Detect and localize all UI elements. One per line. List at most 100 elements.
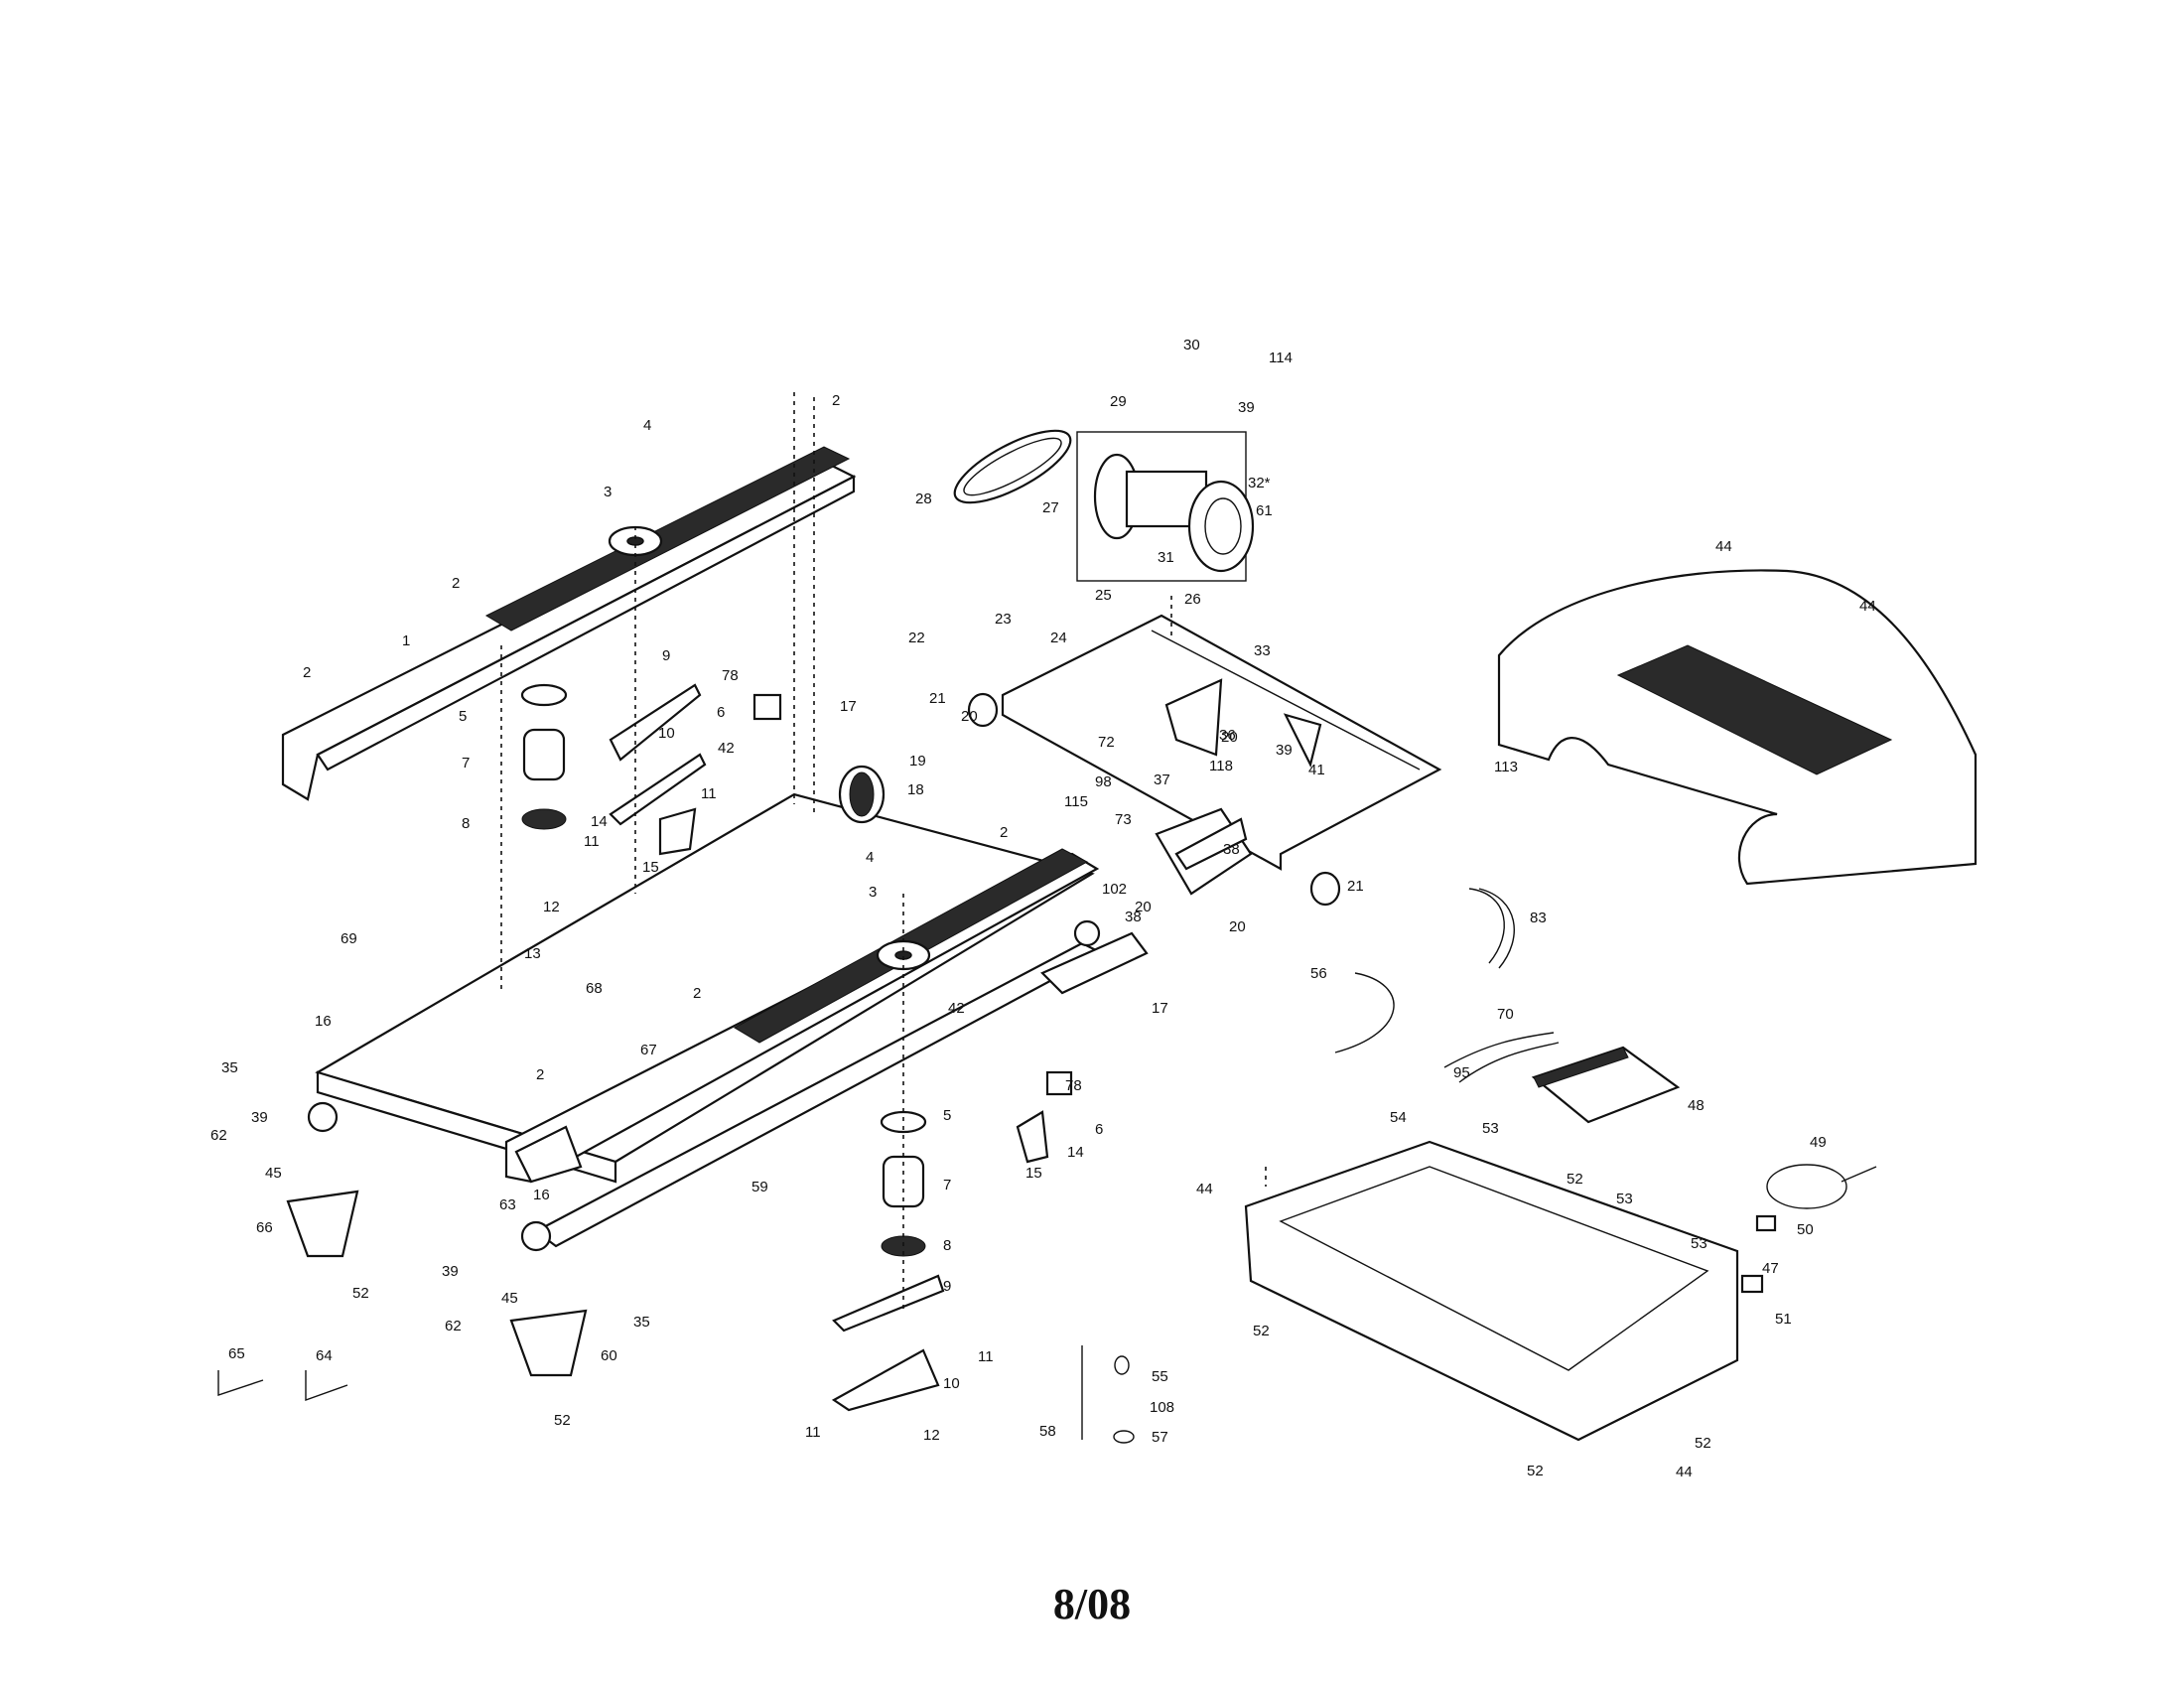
callout: 9 xyxy=(662,647,670,664)
callout: 113 xyxy=(1494,759,1518,775)
callout: 53 xyxy=(1691,1235,1707,1252)
callout: 78 xyxy=(1065,1077,1082,1094)
isolator-stack-left xyxy=(520,683,568,830)
callout: 52 xyxy=(1527,1463,1544,1479)
callout: 48 xyxy=(1688,1097,1705,1114)
callout: 78 xyxy=(722,667,739,684)
callout: 39 xyxy=(442,1263,459,1280)
callout: 59 xyxy=(751,1179,768,1195)
callout: 12 xyxy=(923,1427,940,1444)
callout: 49 xyxy=(1810,1134,1827,1151)
callout: 60 xyxy=(601,1347,617,1364)
callout: 16 xyxy=(315,1013,332,1030)
wheels-21 xyxy=(967,692,1341,907)
callout: 68 xyxy=(586,980,603,997)
callout: 18 xyxy=(907,781,924,798)
callout: 102 xyxy=(1102,881,1127,898)
callout: 5 xyxy=(943,1107,951,1124)
callout: 44 xyxy=(1715,538,1732,555)
callout: 4 xyxy=(643,417,651,434)
callout: 39 xyxy=(1238,399,1255,416)
callout: 58 xyxy=(1039,1423,1056,1440)
callout: 83 xyxy=(1530,910,1547,926)
callout: 20 xyxy=(1221,729,1238,746)
callout: 33 xyxy=(1254,642,1271,659)
callout: 47 xyxy=(1762,1260,1779,1277)
incline-motor-37 xyxy=(1155,807,1253,896)
callout: 45 xyxy=(501,1290,518,1307)
rear-roller-pulley xyxy=(838,765,886,824)
callout: 114 xyxy=(1269,350,1293,366)
foot-60 xyxy=(509,1309,588,1377)
callout: 52 xyxy=(352,1285,369,1302)
callout: 7 xyxy=(462,755,470,772)
callout: 42 xyxy=(718,740,735,757)
part-number-callouts: 2 4 3 2 1 2 5 9 78 7 10 6 42 8 11 14 11 … xyxy=(210,337,1876,1480)
side-rail-left-upper xyxy=(281,446,857,801)
callout: 52 xyxy=(1695,1435,1711,1452)
callout: 108 xyxy=(1150,1399,1174,1416)
callout: 7 xyxy=(943,1177,951,1193)
callout: 66 xyxy=(256,1219,273,1236)
misc-small-parts xyxy=(1081,1274,1764,1444)
callout: 8 xyxy=(943,1237,951,1254)
callout: 9 xyxy=(943,1278,951,1295)
power-cord xyxy=(1755,1164,1877,1232)
callout: 32* xyxy=(1248,475,1271,491)
callout: 1 xyxy=(402,632,410,649)
callout: 20 xyxy=(961,708,978,725)
callout: 15 xyxy=(1025,1165,1042,1182)
allen-wrenches xyxy=(217,1370,348,1401)
callout: 42 xyxy=(948,1000,965,1017)
callout: 53 xyxy=(1482,1120,1499,1137)
motor-hood xyxy=(1497,569,1978,886)
bracket-9-right xyxy=(831,1274,945,1412)
callout: 20 xyxy=(1229,918,1246,935)
block-6-left xyxy=(752,693,782,721)
revision-date: 8/08 xyxy=(1052,1580,1132,1628)
callout: 11 xyxy=(584,833,600,850)
callout: 4 xyxy=(866,849,874,866)
callout: 6 xyxy=(717,704,725,721)
callout: 115 xyxy=(1064,793,1088,810)
callout: 28 xyxy=(915,491,932,507)
callout: 11 xyxy=(978,1348,994,1365)
callout: 70 xyxy=(1497,1006,1514,1023)
callout: 19 xyxy=(909,753,926,770)
callout: 51 xyxy=(1775,1311,1792,1328)
bracket-9-left xyxy=(609,683,707,856)
callout: 5 xyxy=(459,708,467,725)
walking-deck xyxy=(315,792,1095,1184)
callout: 22 xyxy=(908,630,925,646)
drive-belt xyxy=(953,429,1072,504)
callout: 3 xyxy=(604,484,612,500)
assembly-dashed-lines xyxy=(500,392,1267,1311)
callout: 12 xyxy=(543,899,560,915)
callout: 2 xyxy=(1000,824,1008,841)
callout: 14 xyxy=(591,813,608,830)
callout: 20 xyxy=(1135,899,1152,915)
callout: 2 xyxy=(303,664,311,681)
callout: 53 xyxy=(1616,1191,1633,1207)
callout: 31 xyxy=(1158,549,1174,566)
callout: 16 xyxy=(533,1187,550,1203)
block-6-right xyxy=(1016,1070,1073,1164)
callout: 62 xyxy=(445,1318,462,1334)
callout: 45 xyxy=(265,1165,282,1182)
front-roller xyxy=(307,1101,552,1252)
callout: 2 xyxy=(832,392,840,409)
callout: 36 xyxy=(1219,727,1236,744)
callout: 21 xyxy=(1347,878,1364,895)
callout: 52 xyxy=(554,1412,571,1429)
callout: 56 xyxy=(1310,965,1327,982)
callout: 8 xyxy=(462,815,470,832)
callout: 25 xyxy=(1095,587,1112,604)
callout: 2 xyxy=(452,575,460,592)
callout: 38 xyxy=(1125,909,1142,925)
callout: 118 xyxy=(1209,758,1233,774)
callout: 29 xyxy=(1110,393,1127,410)
callout: 44 xyxy=(1859,598,1876,615)
main-frame xyxy=(1001,614,1442,871)
foot-66 xyxy=(286,1190,359,1258)
motor xyxy=(1076,431,1255,582)
